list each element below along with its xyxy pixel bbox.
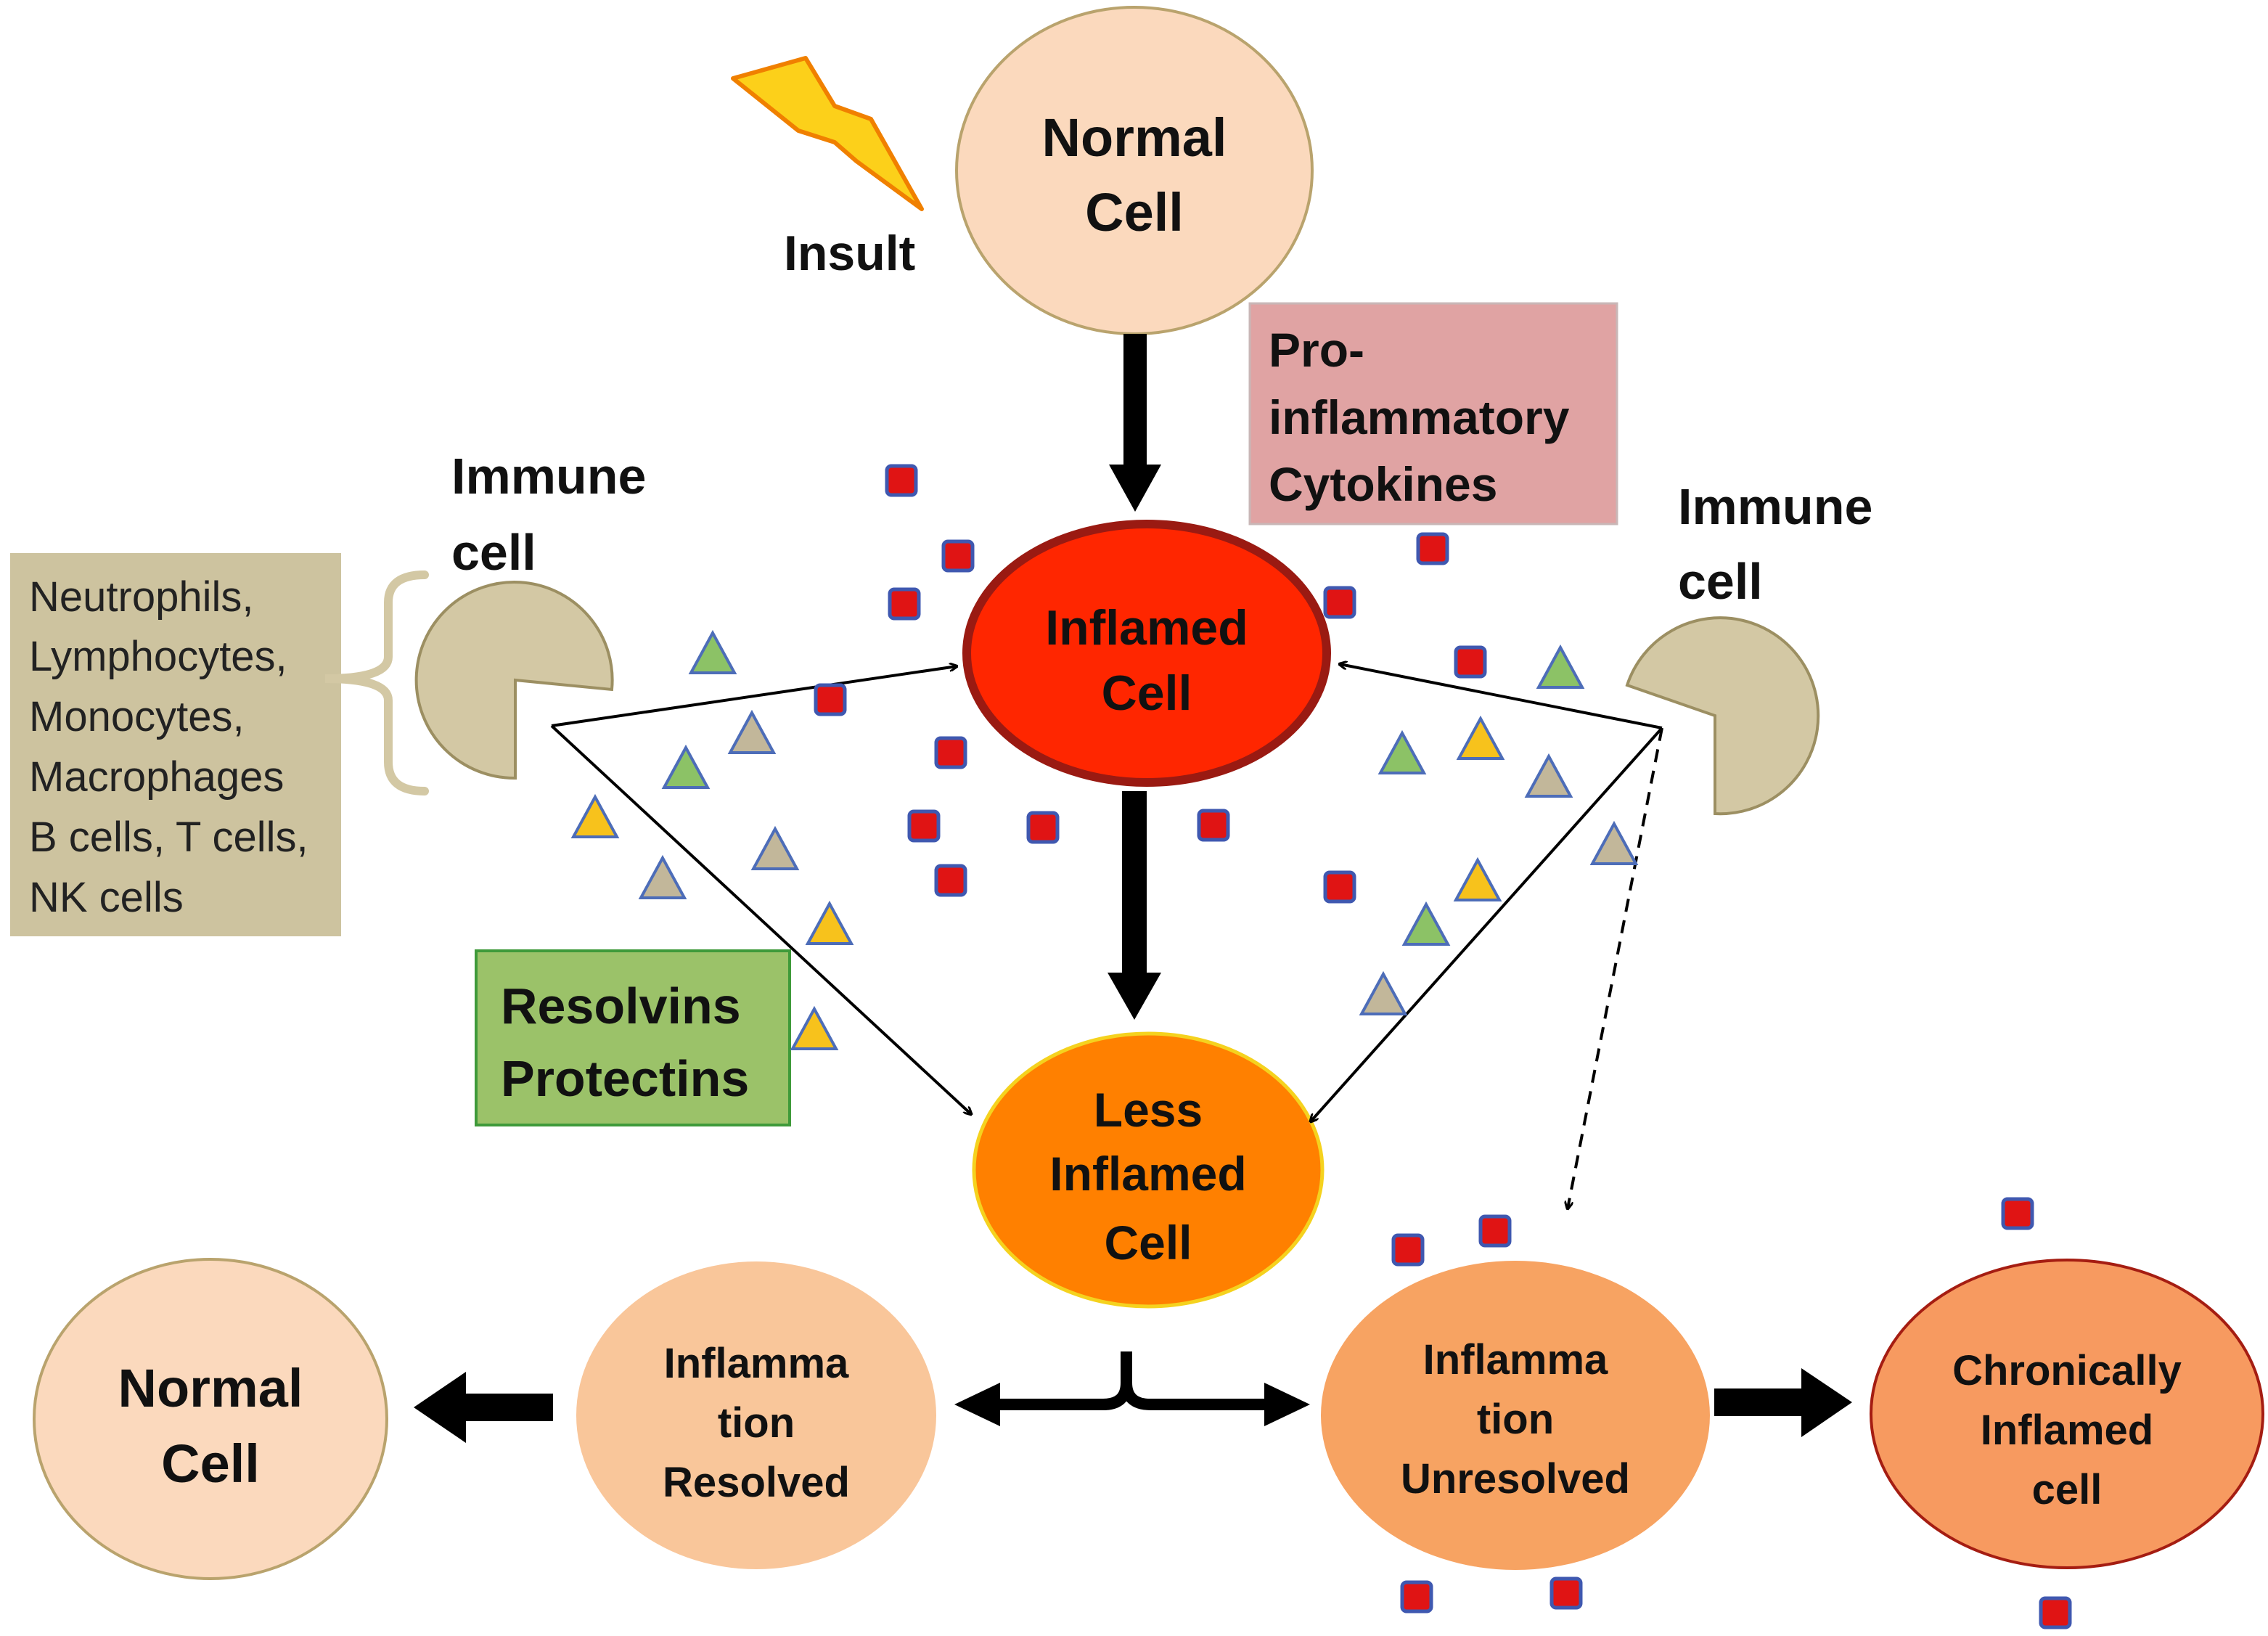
- mediator-triangle: [638, 854, 687, 899]
- resolved-line2: tion: [718, 1399, 795, 1447]
- inflamed-cell-line1: Inflamed: [1045, 600, 1248, 655]
- cytokine-square: [907, 809, 941, 843]
- cytokines-line1: Pro-: [1269, 323, 1364, 377]
- resolvins-line1: Resolvins: [501, 978, 741, 1034]
- mediator-triangle: [1524, 753, 1573, 798]
- cytokine-square: [1454, 645, 1487, 679]
- chronic-line1: Chronically: [1952, 1347, 2182, 1394]
- immune-cell-right-line2: cell: [1678, 553, 1763, 610]
- arrow-left-to-less-inflamed: [550, 724, 971, 1114]
- cell-type-item: Lymphocytes,: [29, 633, 287, 680]
- mediator-triangle: [1359, 970, 1408, 1015]
- insult-label: Insult: [784, 226, 915, 281]
- mediator-triangle: [661, 744, 711, 789]
- arrow-normal-to-inflamed: [1109, 334, 1161, 512]
- mediator-triangle: [1453, 856, 1502, 901]
- top-normal-cell-line1: Normal: [1042, 107, 1227, 168]
- immune-cell-right-line1: Immune: [1678, 478, 1872, 535]
- cytokines-box: Pro- inflammatory Cytokines: [1248, 302, 1618, 525]
- cell-type-item: B cells, T cells,: [29, 814, 308, 861]
- cytokine-square: [941, 539, 975, 573]
- mediator-triangle: [1456, 715, 1505, 760]
- cytokine-square: [1197, 809, 1230, 842]
- cytokine-square: [888, 587, 921, 621]
- immune-cell-left-line1: Immune: [451, 448, 646, 504]
- cytokine-square: [1391, 1233, 1425, 1267]
- cell-types-list: Neutrophils, Lymphocytes, Monocytes, Mac…: [29, 573, 308, 921]
- mediator-triangles: [570, 629, 1639, 1050]
- mediator-triangle: [688, 629, 737, 674]
- immune-cell-left: [414, 581, 614, 780]
- less-inflamed-line1: Less: [1094, 1083, 1203, 1137]
- cytokine-squares: [814, 464, 2072, 1629]
- cell-types-box: Neutrophils, Lymphocytes, Monocytes, Mac…: [10, 553, 341, 936]
- bottom-normal-cell-line2: Cell: [161, 1433, 260, 1494]
- cell-type-item: Monocytes,: [29, 693, 245, 740]
- inflammation-unresolved-cell: Inflamma tion Unresolved: [1321, 1261, 1710, 1570]
- unresolved-line3: Unresolved: [1401, 1455, 1630, 1502]
- mediator-triangle: [727, 709, 777, 754]
- chronic-line2: Inflamed: [1981, 1407, 2154, 1454]
- bottom-normal-cell: Normal Cell: [33, 1258, 388, 1580]
- cytokines-line2: inflammatory: [1269, 390, 1570, 444]
- cytokine-square: [1478, 1214, 1512, 1248]
- mediator-triangle: [1536, 644, 1585, 689]
- immune-signal-arrows: [550, 664, 1663, 1208]
- mediator-triangle: [1589, 820, 1639, 865]
- cytokine-square: [885, 464, 918, 497]
- cytokine-square: [1416, 532, 1449, 565]
- immune-cell-left-line2: cell: [451, 524, 536, 581]
- cytokines-line3: Cytokines: [1269, 457, 1497, 511]
- cytokine-square: [1323, 586, 1356, 619]
- cytokine-square: [1026, 811, 1060, 844]
- less-inflamed-line3: Cell: [1104, 1216, 1192, 1269]
- chronic-line3: cell: [2032, 1466, 2103, 1513]
- mediator-triangle: [570, 793, 620, 838]
- unresolved-line2: tion: [1477, 1396, 1554, 1443]
- cell-type-item: Neutrophils,: [29, 573, 253, 621]
- resolvins-line2: Protectins: [501, 1050, 749, 1107]
- arrow-resolved-to-normal: [414, 1372, 553, 1443]
- cell-type-item: NK cells: [29, 874, 184, 921]
- arrow-inflamed-to-less-inflamed: [1108, 791, 1161, 1020]
- less-inflamed-cell: Less Inflamed Cell: [972, 1031, 1325, 1309]
- lightning-bolt-icon: [731, 56, 924, 211]
- mediator-triangle: [790, 1005, 839, 1050]
- cytokine-square: [2039, 1596, 2072, 1629]
- arrow-right-to-less-inflamed: [1311, 727, 1663, 1121]
- top-normal-cell-line2: Cell: [1085, 182, 1184, 242]
- mediator-triangle: [1377, 729, 1427, 774]
- mediator-triangle: [750, 825, 800, 870]
- unresolved-line1: Inflamma: [1423, 1336, 1608, 1383]
- inflamed-cell: Inflamed Cell: [962, 520, 1331, 787]
- resolvins-box: Resolvins Protectins: [475, 949, 791, 1126]
- bottom-normal-cell-line1: Normal: [118, 1358, 303, 1418]
- inflammation-resolved-cell: Inflamma tion Resolved: [576, 1261, 936, 1569]
- cytokine-square: [1549, 1576, 1583, 1610]
- cytokine-square: [1400, 1580, 1433, 1613]
- resolved-line3: Resolved: [663, 1459, 850, 1506]
- arrow-unresolved-to-chronic: [1714, 1368, 1852, 1437]
- cytokine-square: [2001, 1197, 2034, 1230]
- cytokine-square: [814, 683, 847, 716]
- cytokine-square: [934, 864, 967, 897]
- arrow-right-to-inflamed: [1340, 664, 1663, 729]
- arrow-right-to-unresolved-dashed: [1568, 727, 1663, 1208]
- immune-cell-right: [1625, 616, 1820, 816]
- mediator-triangle: [1401, 901, 1451, 946]
- mediator-triangle: [805, 900, 854, 945]
- chronically-inflamed-cell: Chronically Inflamed cell: [1870, 1259, 2264, 1569]
- less-inflamed-line2: Inflamed: [1049, 1147, 1246, 1201]
- resolved-line1: Inflamma: [664, 1340, 849, 1387]
- cytokine-square: [1323, 870, 1356, 904]
- inflamed-cell-line2: Cell: [1102, 666, 1192, 721]
- cell-types-bracket: [324, 570, 429, 795]
- bracket-split-arrows: [954, 1351, 1310, 1426]
- top-normal-cell: Normal Cell: [955, 6, 1314, 335]
- cell-type-item: Macrophages: [29, 753, 284, 801]
- arrow-left-to-inflamed: [551, 666, 957, 727]
- cytokine-square: [934, 736, 967, 769]
